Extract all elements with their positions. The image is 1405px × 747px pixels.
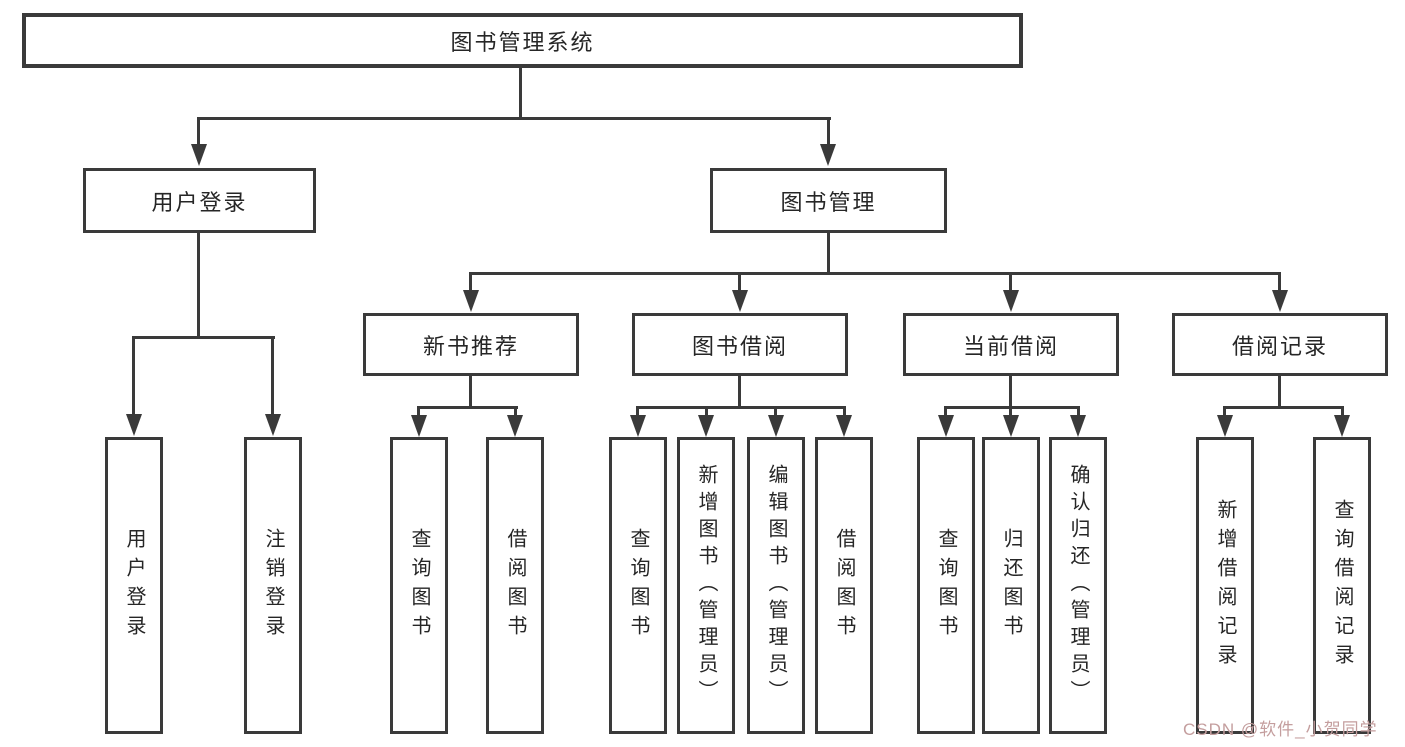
connector-line <box>519 66 522 117</box>
connector-line <box>1278 272 1281 292</box>
arrow-down-icon <box>836 415 852 437</box>
connector-line <box>705 406 708 418</box>
arrow-down-icon <box>630 415 646 437</box>
connector-line <box>1009 376 1012 407</box>
connector-line <box>738 376 741 407</box>
leaf-logout: 注销登录 <box>244 437 302 734</box>
arrow-down-icon <box>1003 415 1019 437</box>
connector-line <box>1223 406 1226 418</box>
connector-line <box>1077 406 1080 418</box>
connector-line <box>417 406 420 418</box>
node-user-login: 用户登录 <box>83 168 316 233</box>
connector-line <box>197 233 200 337</box>
connector-line <box>469 376 472 407</box>
connector-line <box>469 272 1281 275</box>
arrow-down-icon <box>191 144 207 166</box>
leaf-add-book-admin: 新增图书（管理员） <box>677 437 735 734</box>
arrow-down-icon <box>507 415 523 437</box>
leaf-return-book: 归还图书 <box>982 437 1040 734</box>
leaf-confirm-return-admin: 确认归还（管理员） <box>1049 437 1107 734</box>
arrow-down-icon <box>938 415 954 437</box>
connector-line <box>132 336 135 416</box>
connector-line <box>271 336 274 416</box>
watermark: CSDN @软件_小贺同学 <box>1183 720 1378 739</box>
node-borrow-record: 借阅记录 <box>1172 313 1388 376</box>
connector-line <box>774 406 777 418</box>
connector-line <box>417 406 518 409</box>
node-book-management: 图书管理 <box>710 168 947 233</box>
arrow-down-icon <box>1334 415 1350 437</box>
arrow-down-icon <box>1070 415 1086 437</box>
arrow-down-icon <box>698 415 714 437</box>
leaf-borrow-book-recommend: 借阅图书 <box>486 437 544 734</box>
leaf-borrow-book: 借阅图书 <box>815 437 873 734</box>
leaf-query-book-recommend: 查询图书 <box>390 437 448 734</box>
arrow-down-icon <box>463 290 479 312</box>
connector-line <box>1278 376 1281 407</box>
leaf-query-book-current: 查询图书 <box>917 437 975 734</box>
arrow-down-icon <box>1217 415 1233 437</box>
connector-line <box>843 406 846 418</box>
arrow-down-icon <box>1272 290 1288 312</box>
connector-line <box>827 233 830 273</box>
connector-line <box>738 272 741 292</box>
node-current-borrow: 当前借阅 <box>903 313 1119 376</box>
arrow-down-icon <box>411 415 427 437</box>
connector-line <box>197 117 200 145</box>
connector-line <box>469 272 472 292</box>
connector-line <box>1341 406 1344 418</box>
arrow-down-icon <box>1003 290 1019 312</box>
connector-line <box>827 117 830 145</box>
node-root: 图书管理系统 <box>22 13 1023 68</box>
connector-line <box>1009 406 1012 418</box>
connector-line <box>636 406 846 409</box>
leaf-query-book-borrow: 查询图书 <box>609 437 667 734</box>
leaf-query-borrow-record: 查询借阅记录 <box>1313 437 1371 734</box>
arrow-down-icon <box>732 290 748 312</box>
connector-line <box>944 406 1080 409</box>
leaf-add-borrow-record: 新增借阅记录 <box>1196 437 1254 734</box>
connector-line <box>636 406 639 418</box>
connector-line <box>1009 272 1012 292</box>
connector-line <box>514 406 517 418</box>
leaf-user-login: 用户登录 <box>105 437 163 734</box>
node-new-book-recommend: 新书推荐 <box>363 313 579 376</box>
connector-line <box>197 117 831 120</box>
arrow-down-icon <box>820 144 836 166</box>
connector-line <box>944 406 947 418</box>
arrow-down-icon <box>126 414 142 436</box>
arrow-down-icon <box>265 414 281 436</box>
connector-line <box>132 336 275 339</box>
node-book-borrow: 图书借阅 <box>632 313 848 376</box>
arrow-down-icon <box>768 415 784 437</box>
leaf-edit-book-admin: 编辑图书（管理员） <box>747 437 805 734</box>
connector-line <box>1223 406 1344 409</box>
